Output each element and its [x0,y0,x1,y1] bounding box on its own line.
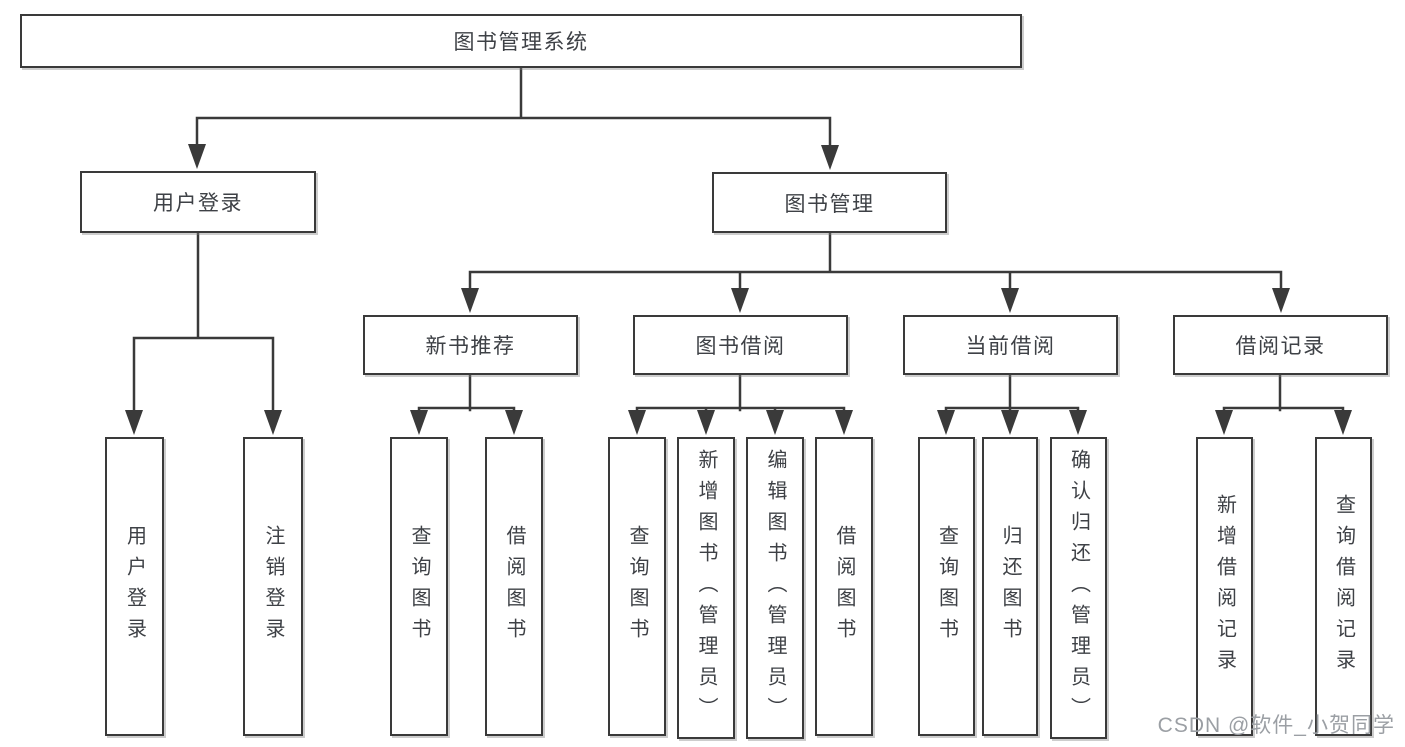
leaf-query-books-current: 查询图书 [918,437,975,736]
csdn-watermark: CSDN @软件_小贺同学 [1157,714,1395,737]
node-borrow-record: 借阅记录 [1173,315,1388,375]
leaf-logout: 注销登录 [243,437,303,736]
leaf-query-books-borrow: 查询图书 [608,437,666,736]
node-current-borrow: 当前借阅 [903,315,1118,375]
node-user-login: 用户登录 [80,171,316,233]
leaf-query-borrow-record: 查询借阅记录 [1315,437,1372,736]
leaf-add-borrow-record: 新增借阅记录 [1196,437,1253,736]
leaf-borrow-books: 借阅图书 [815,437,873,736]
leaf-add-books-admin: 新增图书（管理员） [677,437,735,739]
node-new-book-recommend: 新书推荐 [363,315,578,375]
leaf-confirm-return-admin: 确认归还（管理员） [1050,437,1107,739]
node-root-system: 图书管理系统 [20,14,1022,68]
leaf-edit-books-admin: 编辑图书（管理员） [746,437,804,739]
leaf-return-books: 归还图书 [982,437,1038,736]
arrowheads [125,144,1352,435]
leaf-query-books-recommend: 查询图书 [390,437,448,736]
leaf-user-login: 用户登录 [105,437,164,736]
node-book-management: 图书管理 [712,172,947,233]
node-book-borrow: 图书借阅 [633,315,848,375]
leaf-borrow-books-recommend: 借阅图书 [485,437,543,736]
